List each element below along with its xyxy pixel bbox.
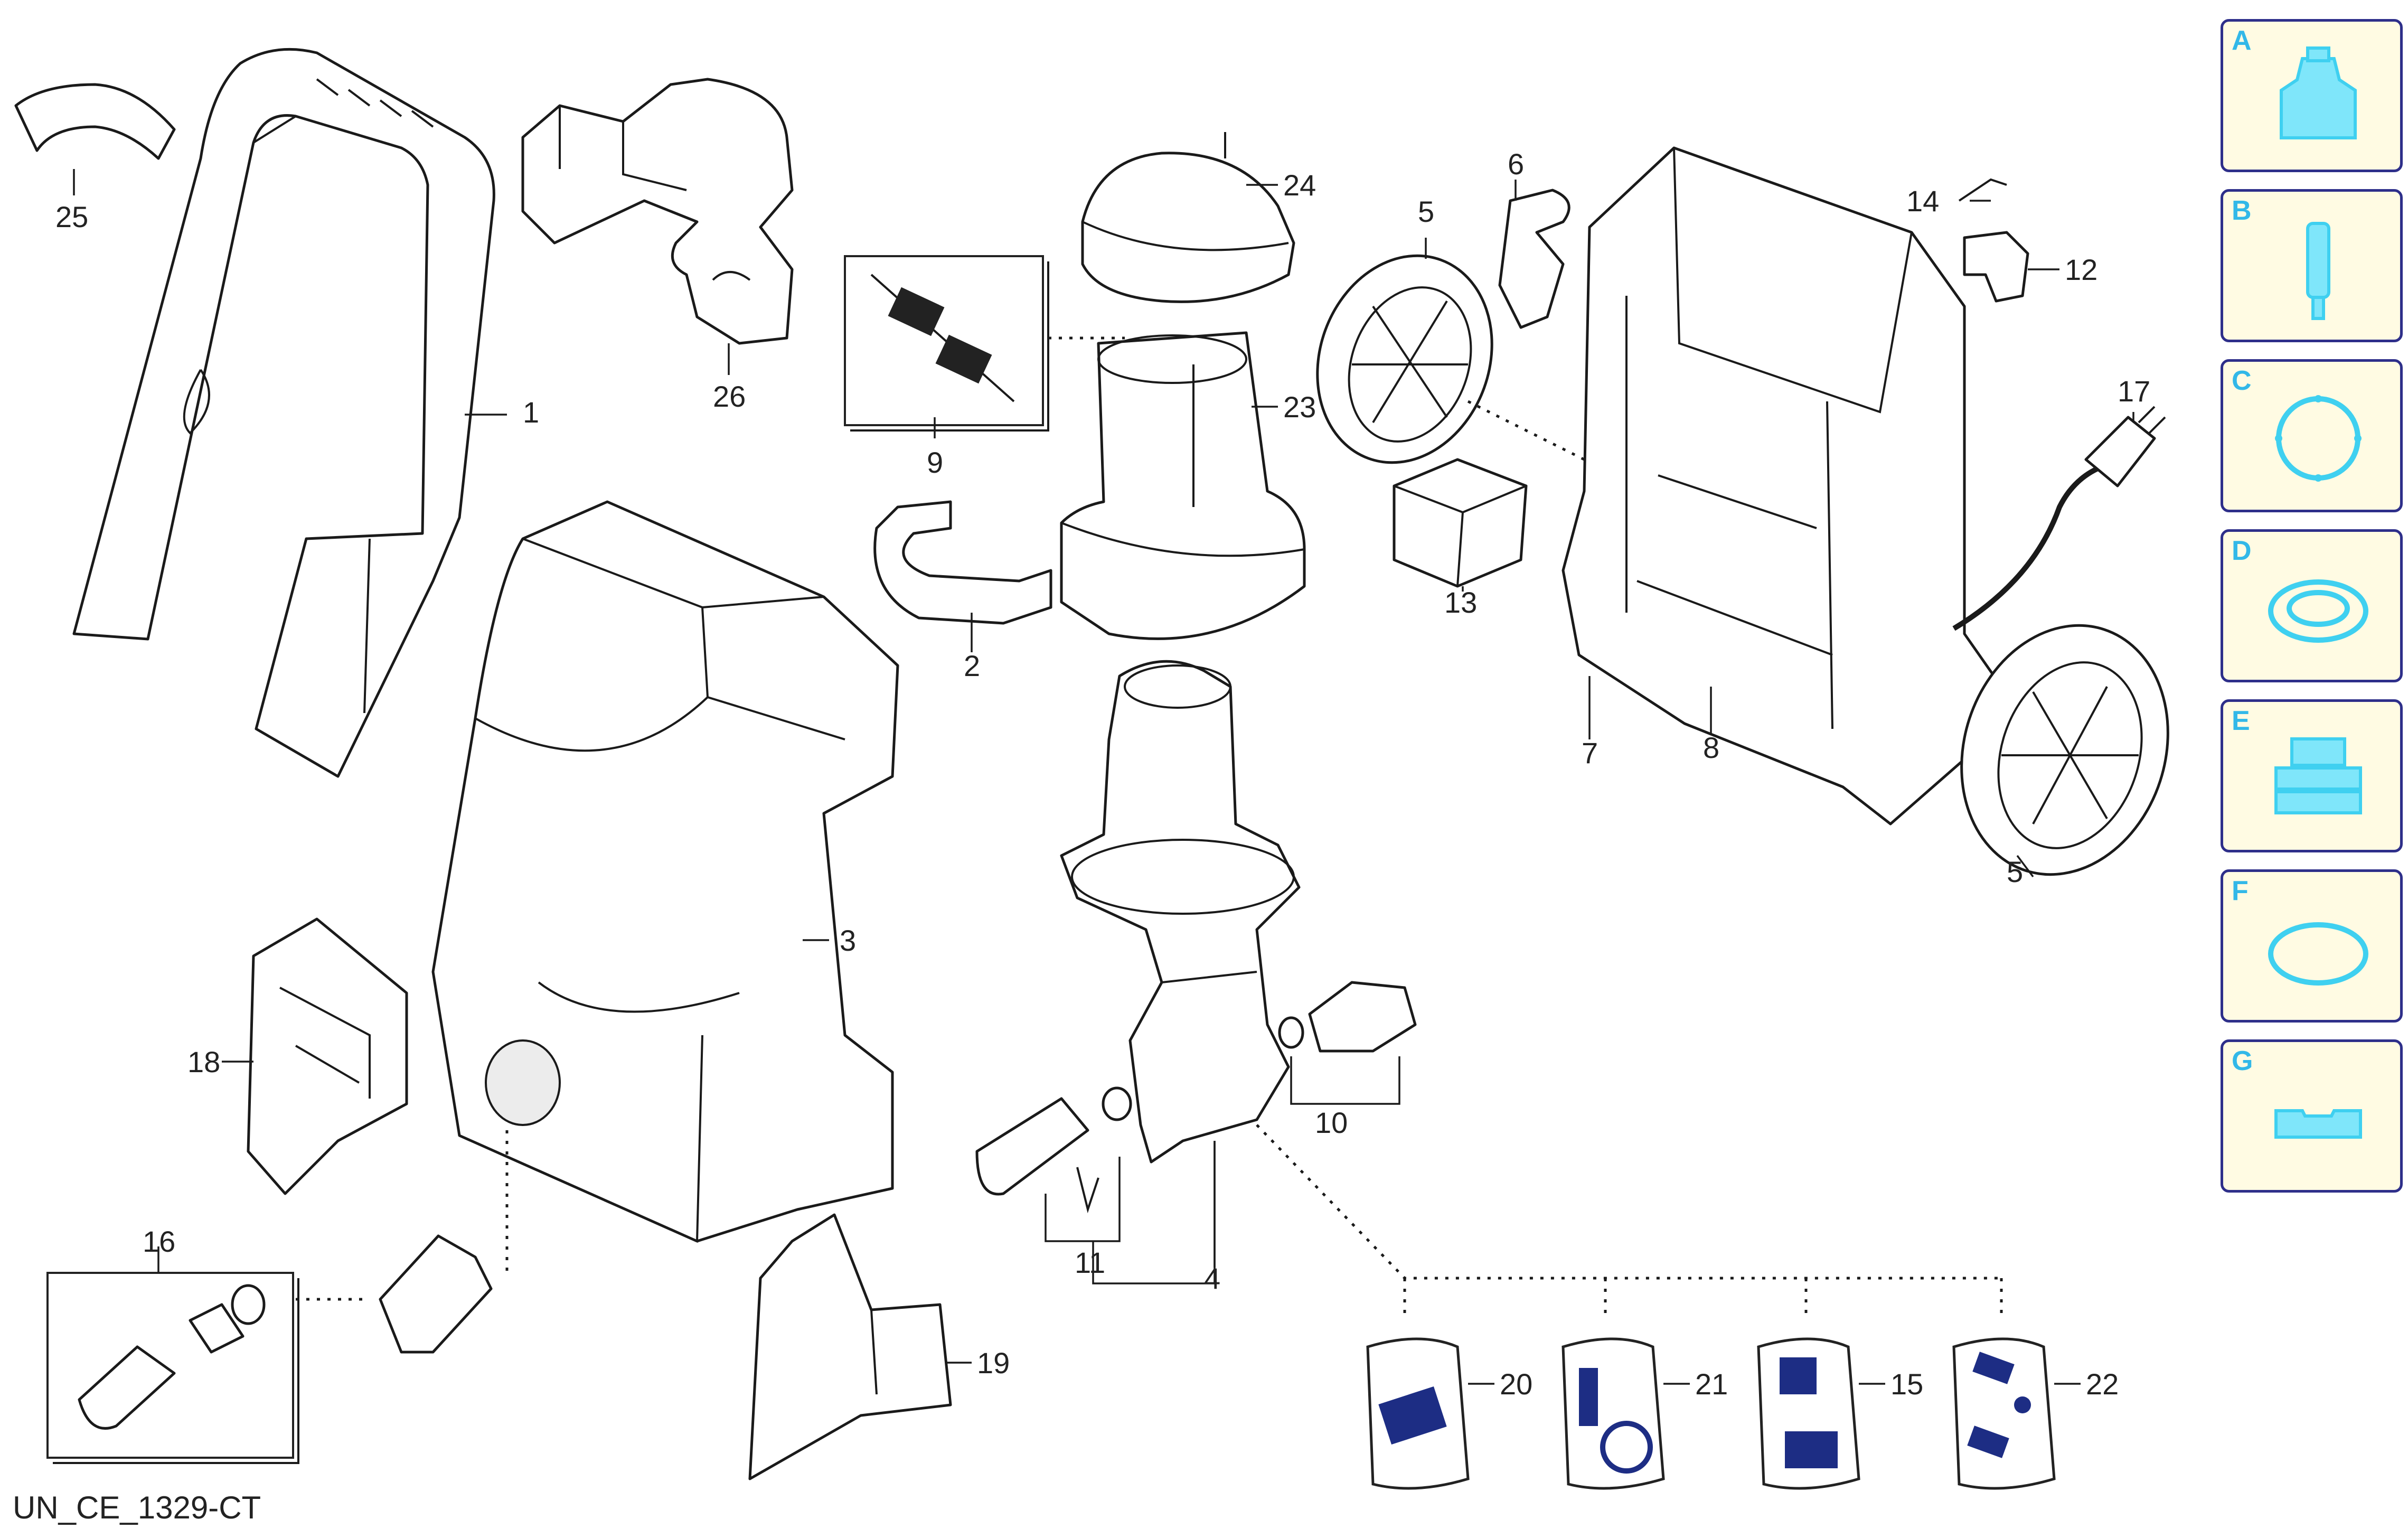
part-1-handle-frame — [72, 48, 495, 778]
part-24-motor-cap — [1081, 132, 1295, 303]
callout-9: 9 — [927, 446, 943, 479]
part-11-inlet-fitting — [975, 1086, 1216, 1284]
callout-13: 13 — [1444, 586, 1477, 619]
kit-15 — [1757, 1337, 1860, 1490]
part-4-pump-assembly — [1060, 660, 1301, 1164]
legend-letter-e: E — [2232, 706, 2250, 736]
legend-letter-d: D — [2232, 536, 2252, 566]
legend-letter-a: A — [2232, 25, 2252, 56]
kit-21 — [1562, 1337, 1665, 1490]
callout-23: 23 — [1283, 390, 1316, 424]
legend-tile-g: G — [2221, 1039, 2403, 1193]
part-13-switch — [1393, 458, 1528, 588]
callout-15: 15 — [1890, 1367, 1923, 1401]
part-12-14-hook — [1958, 178, 2029, 303]
callout-1: 1 — [523, 396, 539, 429]
part-8-rear-chassis — [1562, 146, 2003, 826]
gasket-ring-icon — [2265, 383, 2371, 494]
callout-4: 4 — [1204, 1262, 1220, 1295]
threaded-coupling-icon — [2265, 723, 2371, 834]
callout-8: 8 — [1703, 731, 1719, 764]
callout-12: 12 — [2065, 253, 2097, 286]
part-2-clamp — [873, 500, 1052, 625]
callout-7: 7 — [1582, 736, 1598, 770]
part-5-wheel-lower — [1960, 624, 2169, 876]
callout-20: 20 — [1500, 1367, 1532, 1401]
part-3-main-housing — [431, 500, 899, 1243]
o-ring-icon — [2265, 893, 2371, 1004]
callout-2: 2 — [964, 649, 980, 682]
callout-11: 11 — [1075, 1246, 1105, 1279]
legend-letter-c: C — [2232, 365, 2252, 396]
seal-ring-icon — [2265, 553, 2371, 664]
part-23-motor-housing — [1060, 331, 1306, 640]
callout-17: 17 — [2118, 374, 2150, 408]
part-26-handle-bracket — [521, 78, 794, 345]
callout-25: 25 — [55, 200, 88, 233]
legend-tile-b: B — [2221, 189, 2403, 342]
part-18-side-cover — [247, 917, 408, 1195]
callout-6: 6 — [1508, 147, 1524, 181]
callout-5-upper: 5 — [1418, 195, 1434, 228]
callout-24: 24 — [1283, 168, 1316, 202]
part-25-grip-cover — [14, 83, 176, 160]
exploded-parts-diagram: 1 2 3 4 5 5 6 7 8 9 10 11 12 13 14 15 16… — [14, 48, 2169, 1490]
part-17-power-cord — [1952, 406, 2166, 631]
part-16-coupling-set — [46, 1234, 493, 1464]
kit-22 — [1952, 1337, 2056, 1490]
legend-tile-d: D — [2221, 529, 2403, 682]
document-code: UN_CE_1329-CT — [13, 1490, 261, 1525]
callout-10: 10 — [1315, 1106, 1348, 1139]
part-9-brush-set — [844, 255, 1125, 432]
legend-tile-c: C — [2221, 359, 2403, 512]
callout-26: 26 — [713, 380, 746, 413]
part-5-wheel-upper — [1316, 254, 1493, 464]
pin-icon — [2265, 213, 2371, 324]
callout-18: 18 — [187, 1045, 220, 1079]
base-plate-icon — [2265, 1063, 2371, 1174]
part-6-clip — [1498, 189, 1570, 329]
callout-14: 14 — [1906, 184, 1939, 218]
legend-tile-e: E — [2221, 699, 2403, 852]
nozzle-icon — [2265, 43, 2371, 154]
callout-22: 22 — [2086, 1367, 2119, 1401]
legend-tile-a: A — [2221, 19, 2403, 172]
callout-3: 3 — [840, 924, 856, 957]
legend-letter-b: B — [2232, 195, 2252, 226]
callout-16: 16 — [143, 1225, 175, 1258]
legend-letter-f: F — [2232, 876, 2249, 906]
legend-letter-g: G — [2232, 1046, 2253, 1076]
part-19-front-cover — [748, 1213, 952, 1480]
kit-20 — [1366, 1337, 1470, 1490]
part-10-outlet-fitting — [1278, 981, 1417, 1105]
callout-21: 21 — [1695, 1367, 1728, 1401]
callout-19: 19 — [977, 1346, 1010, 1380]
callout-5-lower: 5 — [2007, 855, 2023, 888]
legend-tile-f: F — [2221, 869, 2403, 1023]
